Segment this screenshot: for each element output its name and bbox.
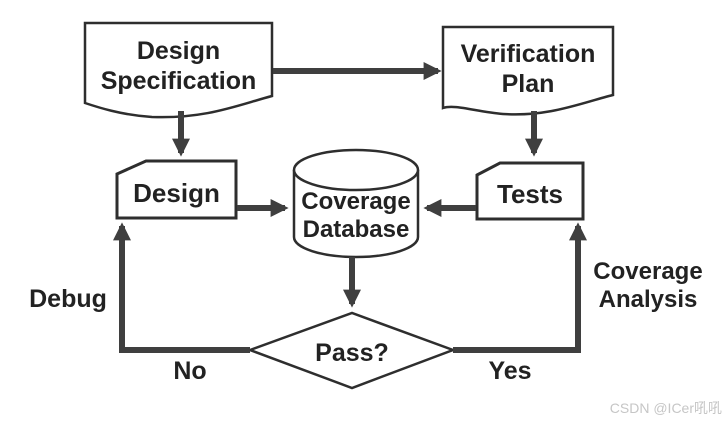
verification-plan-label: Verification Plan — [443, 39, 613, 99]
coverage-database-label-line2: Database — [302, 216, 410, 243]
coverage-database-label-line1: Coverage — [301, 188, 411, 215]
coverage-analysis-label: Coverage Analysis — [586, 258, 710, 314]
verification-plan-shape — [441, 25, 615, 116]
pass-label: Pass? — [315, 339, 389, 367]
design-label: Design — [133, 178, 220, 208]
coverage-database-cylinder-body — [292, 170, 420, 259]
no-label: No — [173, 357, 207, 385]
verification-plan-label-line1: Verification — [460, 40, 596, 68]
arrow-yes-loop — [453, 222, 587, 353]
coverage-database-cylinder-top — [292, 148, 420, 192]
tests-label: Tests — [497, 179, 563, 209]
design-spec-label: Design Specification — [85, 36, 272, 96]
design-spec-label-line1: Design — [136, 37, 221, 65]
tests-box — [475, 161, 585, 221]
design-box — [115, 159, 238, 220]
watermark: CSDN @ICer吼吼 — [609, 400, 722, 416]
design-spec-shape — [83, 21, 274, 119]
coverage-analysis-label-line2: Analysis — [598, 286, 698, 313]
debug-label: Debug — [29, 285, 107, 313]
coverage-analysis-label-line1: Coverage — [593, 258, 703, 285]
design-spec-label-line2: Specification — [100, 67, 257, 95]
arrow-no-loop — [113, 222, 250, 353]
yes-label: Yes — [488, 357, 532, 385]
coverage-database-label: Coverage Database — [294, 188, 418, 244]
verification-plan-label-line2: Plan — [501, 70, 555, 98]
